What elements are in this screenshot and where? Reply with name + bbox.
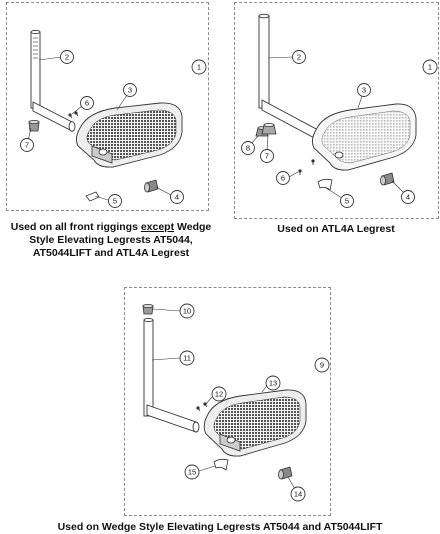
svg-text:7: 7 (265, 152, 269, 161)
callout-d3-13: 13 (265, 375, 281, 391)
caption-3-text: Used on Wedge Style Elevating Legrests A… (57, 521, 383, 533)
callout-d2-2: 2 (292, 50, 306, 64)
panel-3-drawing (142, 303, 307, 490)
end-cap-part (28, 120, 40, 132)
svg-text:3: 3 (128, 86, 132, 95)
svg-text:15: 15 (188, 468, 196, 477)
svg-text:7: 7 (25, 141, 29, 150)
top-cap-part (142, 303, 154, 315)
svg-text:8: 8 (246, 144, 250, 153)
panel-2-drawing (250, 13, 417, 199)
svg-text:6: 6 (281, 174, 285, 183)
svg-text:3: 3 (362, 86, 366, 95)
callout-d1-4: 4 (170, 190, 184, 204)
callout-d3-11: 11 (179, 350, 195, 366)
footplate-part (75, 102, 183, 168)
callout-d1-2: 2 (60, 50, 74, 64)
knob-part (255, 123, 277, 137)
callout-d1-6: 6 (80, 96, 94, 110)
diagram-1-caption: Used on all front riggings except Wedge … (0, 221, 222, 260)
bumper-part (144, 179, 159, 193)
callout-d3-10: 10 (179, 303, 195, 319)
legrest-tube (30, 29, 76, 132)
svg-text:11: 11 (183, 354, 191, 363)
diagram-panel-3-frame (124, 287, 331, 516)
callout-d1-1: 1 (191, 59, 207, 75)
callout-d3-9: 9 (314, 357, 330, 373)
callout-d2-1: 1 (422, 59, 438, 75)
diagram-panel-2-frame (234, 2, 439, 219)
bumper-part (380, 172, 395, 186)
caption-2-text: Used on ATL4A Legrest (277, 223, 395, 235)
diagram-panel-1-frame (6, 2, 209, 211)
screw-part (196, 402, 208, 412)
callout-d1-5: 5 (108, 194, 122, 208)
svg-text:4: 4 (175, 193, 179, 202)
panel-1-drawing (27, 29, 183, 202)
svg-text:2: 2 (65, 53, 69, 62)
callout-d2-4: 4 (401, 190, 415, 204)
callout-d2-3: 3 (357, 83, 371, 97)
svg-text:1: 1 (197, 63, 201, 72)
svg-text:10: 10 (183, 307, 191, 316)
svg-text:2: 2 (297, 53, 301, 62)
diagram-2-caption: Used on ATL4A Legrest (236, 223, 436, 236)
caption-1-part-b: Wedge Style Elevating Legrests AT5044, A… (29, 221, 212, 259)
svg-text:6: 6 (85, 99, 89, 108)
callout-d3-15: 15 (184, 464, 200, 480)
svg-text:5: 5 (113, 197, 117, 206)
bumper-part (278, 466, 293, 480)
callout-d2-6: 6 (276, 171, 290, 185)
svg-text:12: 12 (215, 390, 223, 399)
svg-text:1: 1 (428, 63, 432, 72)
svg-text:4: 4 (406, 193, 410, 202)
clip-part (317, 178, 333, 191)
screw-part (68, 111, 79, 119)
clip-part (213, 458, 229, 471)
svg-text:5: 5 (345, 197, 349, 206)
callout-d1-7: 7 (20, 138, 34, 152)
svg-text:9: 9 (320, 361, 324, 370)
diagram-3-caption: Used on Wedge Style Elevating Legrests A… (40, 521, 400, 534)
callout-d3-12: 12 (211, 386, 227, 402)
screw-part (298, 159, 315, 175)
legrest-tube (258, 13, 324, 142)
callout-d2-8: 8 (241, 141, 255, 155)
callout-d2-7: 7 (260, 149, 274, 163)
legrest-tube (143, 317, 200, 433)
footplate-part (311, 103, 417, 171)
caption-1-emphasis: except (140, 221, 175, 233)
callout-d2-5: 5 (340, 194, 354, 208)
footplate-part (203, 389, 307, 457)
callout-d3-14: 14 (290, 486, 306, 502)
svg-text:13: 13 (269, 379, 277, 388)
svg-text:14: 14 (294, 490, 302, 499)
callout-d1-3: 3 (123, 83, 137, 97)
caption-1-part-a: Used on all front riggings (10, 221, 141, 233)
